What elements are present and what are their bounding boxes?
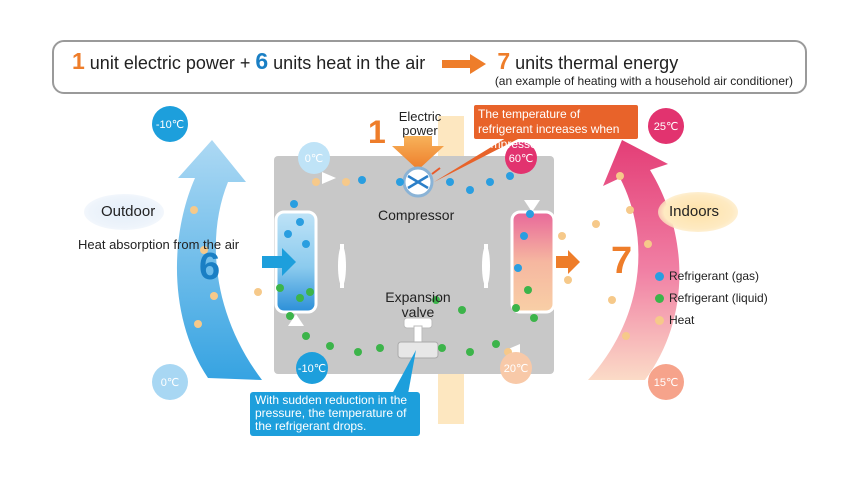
legend-item-liquid: Refrigerant (liquid) [655, 287, 773, 309]
legend-label-liquid: Refrigerant (liquid) [669, 291, 768, 305]
pressure-drop-callout: With sudden reduction in the pressure, t… [250, 392, 420, 436]
outdoor-heat-number: 6 [199, 246, 221, 288]
equation-box: 1 unit electric power + 6 units heat in … [52, 40, 807, 94]
svg-text:-10℃: -10℃ [156, 119, 184, 131]
compressor-label: Compressor [378, 207, 455, 223]
liquid-dot-icon [655, 293, 664, 303]
svg-text:15℃: 15℃ [654, 377, 679, 389]
thermal-units-number: 7 [497, 48, 511, 74]
compression-callout: The temperature of refrigerant increases… [474, 105, 638, 151]
outdoor-bubble [84, 194, 164, 230]
legend-label-gas: Refrigerant (gas) [669, 269, 760, 283]
callout-top-pointer [434, 138, 520, 182]
outdoor-label: Outdoor [101, 203, 156, 220]
indoor-arc-arrow [588, 140, 680, 380]
legend-item-gas: Refrigerant (gas) [655, 265, 773, 287]
heat-in-arrow [262, 248, 296, 276]
condenser-coil [510, 210, 556, 314]
liquid-particles [276, 284, 538, 356]
equation-note: (an example of heating with a household … [494, 74, 793, 88]
equation-line: 1 unit electric power + 6 units heat in … [72, 48, 678, 75]
power-number: 1 [368, 114, 386, 150]
temp-badge-loop-bottom-right: 20℃ [500, 352, 532, 384]
heat-out-arrow [556, 250, 580, 274]
svg-text:20℃: 20℃ [504, 363, 529, 375]
svg-text:-10℃: -10℃ [298, 363, 326, 375]
svg-text:0℃: 0℃ [161, 377, 179, 389]
thermal-units-text: units thermal energy [510, 53, 679, 73]
temp-badge-indoor-bottom: 15℃ [648, 364, 684, 400]
legend-item-heat: Heat [655, 309, 773, 331]
heat-dot-icon [655, 315, 664, 325]
indoor-thermal-number: 7 [611, 240, 633, 282]
outdoor-arc-arrow [176, 140, 262, 380]
legend-label-heat: Heat [669, 313, 695, 327]
legend: Refrigerant (gas) Refrigerant (liquid) H… [655, 265, 773, 331]
indoor-label: Indoors [669, 203, 720, 220]
gas-particles [284, 172, 534, 272]
gas-dot-icon [655, 271, 664, 281]
expansion-valve-line2: valve [401, 304, 435, 320]
power-label-line2: power [402, 123, 438, 138]
temp-badge-loop-bottom-left: -10℃ [296, 352, 328, 384]
temp-badge-loop-top-left: 0℃ [298, 142, 330, 174]
heat-particles [190, 172, 652, 356]
heat-units-text: units heat in the air [268, 53, 426, 73]
power-label-line1: Electric [398, 109, 442, 124]
svg-text:25℃: 25℃ [654, 121, 679, 133]
expansion-valve-line1: Expansion [385, 289, 451, 305]
indoor-bubble [658, 192, 738, 232]
flow-arrows [288, 172, 540, 356]
temp-badge-outdoor-top: -10℃ [152, 106, 188, 142]
power-arrow [392, 136, 444, 170]
unit-panel [274, 156, 554, 374]
fan-right [482, 244, 490, 288]
equals-arrow-icon [442, 54, 487, 75]
fan-left [338, 244, 346, 288]
temp-badge-loop-top-right: 60℃ [505, 142, 537, 174]
power-label: Electric power [392, 110, 448, 138]
temp-badge-outdoor-bottom: 0℃ [152, 364, 188, 400]
svg-text:60℃: 60℃ [509, 153, 534, 165]
expansion-valve-icon [397, 317, 439, 359]
callout-bottom-pointer [392, 350, 416, 394]
outdoor-sub-label: Heat absorption from the air [78, 237, 240, 252]
power-units-number: 1 [72, 48, 85, 74]
expansion-valve-label: Expansion valve [378, 290, 458, 320]
heat-units-number: 6 [255, 48, 269, 74]
svg-text:0℃: 0℃ [305, 153, 323, 165]
power-units-text: unit electric power + [84, 53, 256, 73]
temp-badge-indoor-top: 25℃ [648, 108, 684, 144]
